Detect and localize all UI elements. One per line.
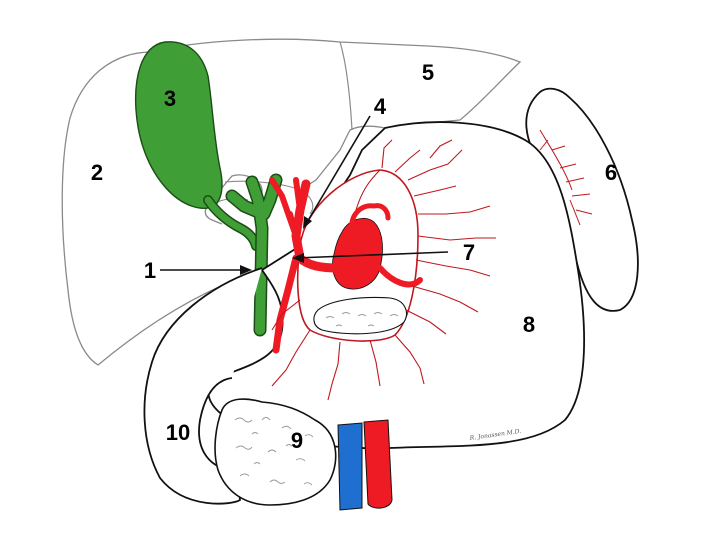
label-3: 3 — [164, 86, 176, 111]
splenic-artery — [377, 265, 423, 288]
liver-outline — [61, 38, 522, 366]
label-5: 5 — [422, 60, 434, 85]
label-4: 4 — [374, 94, 387, 119]
celiac-artery-mass — [332, 218, 383, 290]
inferior-vena-cava — [337, 422, 363, 511]
gastroduodenal-artery — [272, 254, 300, 354]
pointer-1-arrowhead — [240, 265, 252, 275]
pancreas — [214, 398, 337, 506]
gallbladder — [134, 41, 223, 209]
splenic-vessels — [539, 129, 593, 226]
lesser-sac-texture — [325, 312, 399, 327]
hepatic-artery-branches — [269, 177, 303, 239]
label-7: 7 — [463, 240, 475, 265]
aorta — [363, 419, 393, 509]
liver-fissure — [339, 41, 353, 131]
pointer-lines — [160, 115, 449, 271]
common-hepatic-artery — [291, 179, 343, 273]
pointer-7-line — [295, 251, 449, 259]
left-gastric-artery — [349, 203, 391, 233]
duodenum — [143, 267, 263, 505]
label-10: 10 — [166, 420, 190, 445]
pointer-7-arrowhead — [292, 253, 304, 263]
pointer-4-arrowhead — [303, 216, 312, 229]
pointer-arrowheads — [240, 216, 312, 275]
cystic-duct-fill — [204, 196, 260, 250]
label-2: 2 — [91, 160, 103, 185]
label-8: 8 — [523, 312, 535, 337]
label-1: 1 — [144, 258, 156, 283]
gastric-vessels — [271, 139, 496, 401]
label-6: 6 — [605, 160, 617, 185]
pancreas-texture — [234, 417, 314, 486]
label-9: 9 — [291, 428, 303, 453]
pointer-4-line — [305, 115, 371, 225]
lesser-sac-inner — [313, 297, 408, 335]
